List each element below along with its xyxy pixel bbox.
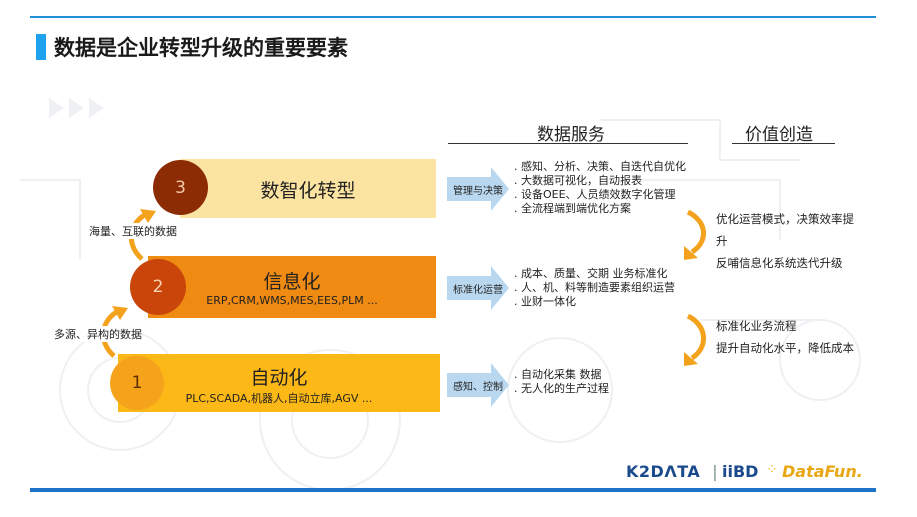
stage-3-circle: 3 bbox=[153, 160, 208, 215]
value-creation-underline bbox=[732, 143, 835, 144]
list-item: . 成本、质量、交期 业务标准化 bbox=[514, 267, 668, 280]
connector-label-upper: 海量、互联的数据 bbox=[89, 223, 177, 239]
stage-1-circle: 1 bbox=[110, 356, 164, 410]
downward-curve-arrow-lower bbox=[684, 313, 706, 366]
stage-2-name: 信息化 bbox=[263, 271, 321, 293]
stage-3-band: 数智化转型 bbox=[180, 159, 436, 218]
value-creation-header: 价值创造 bbox=[745, 125, 813, 145]
stage-2-band: 信息化 ERP,CRM,WMS,MES,EES,PLM ... bbox=[148, 256, 436, 318]
value-block-upper: 优化运营模式，决策效率提升 反哺信息化系统迭代升级 bbox=[716, 208, 856, 274]
arrow-sense-control: 感知、控制 bbox=[447, 363, 509, 407]
connector-label-lower: 多源、异构的数据 bbox=[54, 326, 142, 342]
list-item: . 自动化采集 数据 bbox=[514, 368, 602, 381]
stage-1-band: 自动化 PLC,SCADA,机器人,自动立库,AGV ... bbox=[118, 354, 440, 412]
list-item: . 人、机、料等制造要素组织运营 bbox=[514, 281, 675, 294]
arrow-label-management: 管理与决策 bbox=[453, 185, 503, 197]
stage-3-number: 3 bbox=[175, 177, 186, 198]
value-line: 标准化业务流程 bbox=[716, 319, 797, 333]
list-item: . 感知、分析、决策、自迭代自优化 bbox=[514, 160, 686, 173]
stage-2-systems: ERP,CRM,WMS,MES,EES,PLM ... bbox=[206, 294, 378, 307]
stage-3-name: 数智化转型 bbox=[260, 180, 356, 202]
bottom-rule bbox=[30, 488, 876, 492]
stage-2-number: 2 bbox=[152, 277, 164, 297]
list-item: . 无人化的生产过程 bbox=[514, 382, 609, 395]
logo-separator: | bbox=[712, 462, 718, 481]
value-block-lower: 标准化业务流程 提升自动化水平，降低成本 bbox=[716, 315, 856, 359]
arrow-standard-operation: 标准化运营 bbox=[447, 266, 509, 310]
downward-curve-arrow-upper bbox=[684, 209, 706, 260]
iibd-logo: iiBD bbox=[722, 462, 759, 481]
arrow-label-control: 感知、控制 bbox=[453, 381, 503, 393]
stage-1-devices: PLC,SCADA,机器人,自动立库,AGV ... bbox=[185, 392, 373, 405]
datafun-logo: DataFun. bbox=[782, 462, 863, 481]
title-accent-bar bbox=[36, 34, 46, 60]
page-title: 数据是企业转型升级的重要要素 bbox=[54, 36, 348, 60]
value-line: 反哺信息化系统迭代升级 bbox=[716, 256, 843, 270]
services-list-automation: . 自动化采集 数据 . 无人化的生产过程 bbox=[514, 368, 609, 396]
services-list-information: . 成本、质量、交期 业务标准化 . 人、机、料等制造要素组织运营 . 业财一体… bbox=[514, 267, 675, 309]
top-rule bbox=[30, 16, 876, 18]
arrow-management-decision: 管理与决策 bbox=[447, 167, 509, 211]
value-line: 提升自动化水平，降低成本 bbox=[716, 341, 854, 355]
data-services-underline bbox=[448, 143, 688, 144]
list-item: . 全流程端到端优化方案 bbox=[514, 202, 631, 215]
stage-1-name: 自动化 bbox=[250, 367, 308, 389]
data-services-header: 数据服务 bbox=[537, 125, 605, 145]
services-list-digital: . 感知、分析、决策、自迭代自优化 . 大数据可视化，自动报表 . 设备OEE、… bbox=[514, 160, 686, 216]
list-item: . 设备OEE、人员绩效数字化管理 bbox=[514, 188, 676, 201]
stage-2-circle: 2 bbox=[130, 259, 186, 315]
stage-1-number: 1 bbox=[131, 373, 143, 393]
datafun-logo-mark: ⁘ bbox=[766, 462, 778, 478]
list-item: . 大数据可视化，自动报表 bbox=[514, 174, 642, 187]
k2data-logo: K2DΛTA bbox=[626, 462, 701, 481]
list-item: . 业财一体化 bbox=[514, 295, 576, 308]
value-line: 优化运营模式，决策效率提升 bbox=[716, 212, 854, 248]
arrow-label-operation: 标准化运营 bbox=[453, 284, 503, 296]
